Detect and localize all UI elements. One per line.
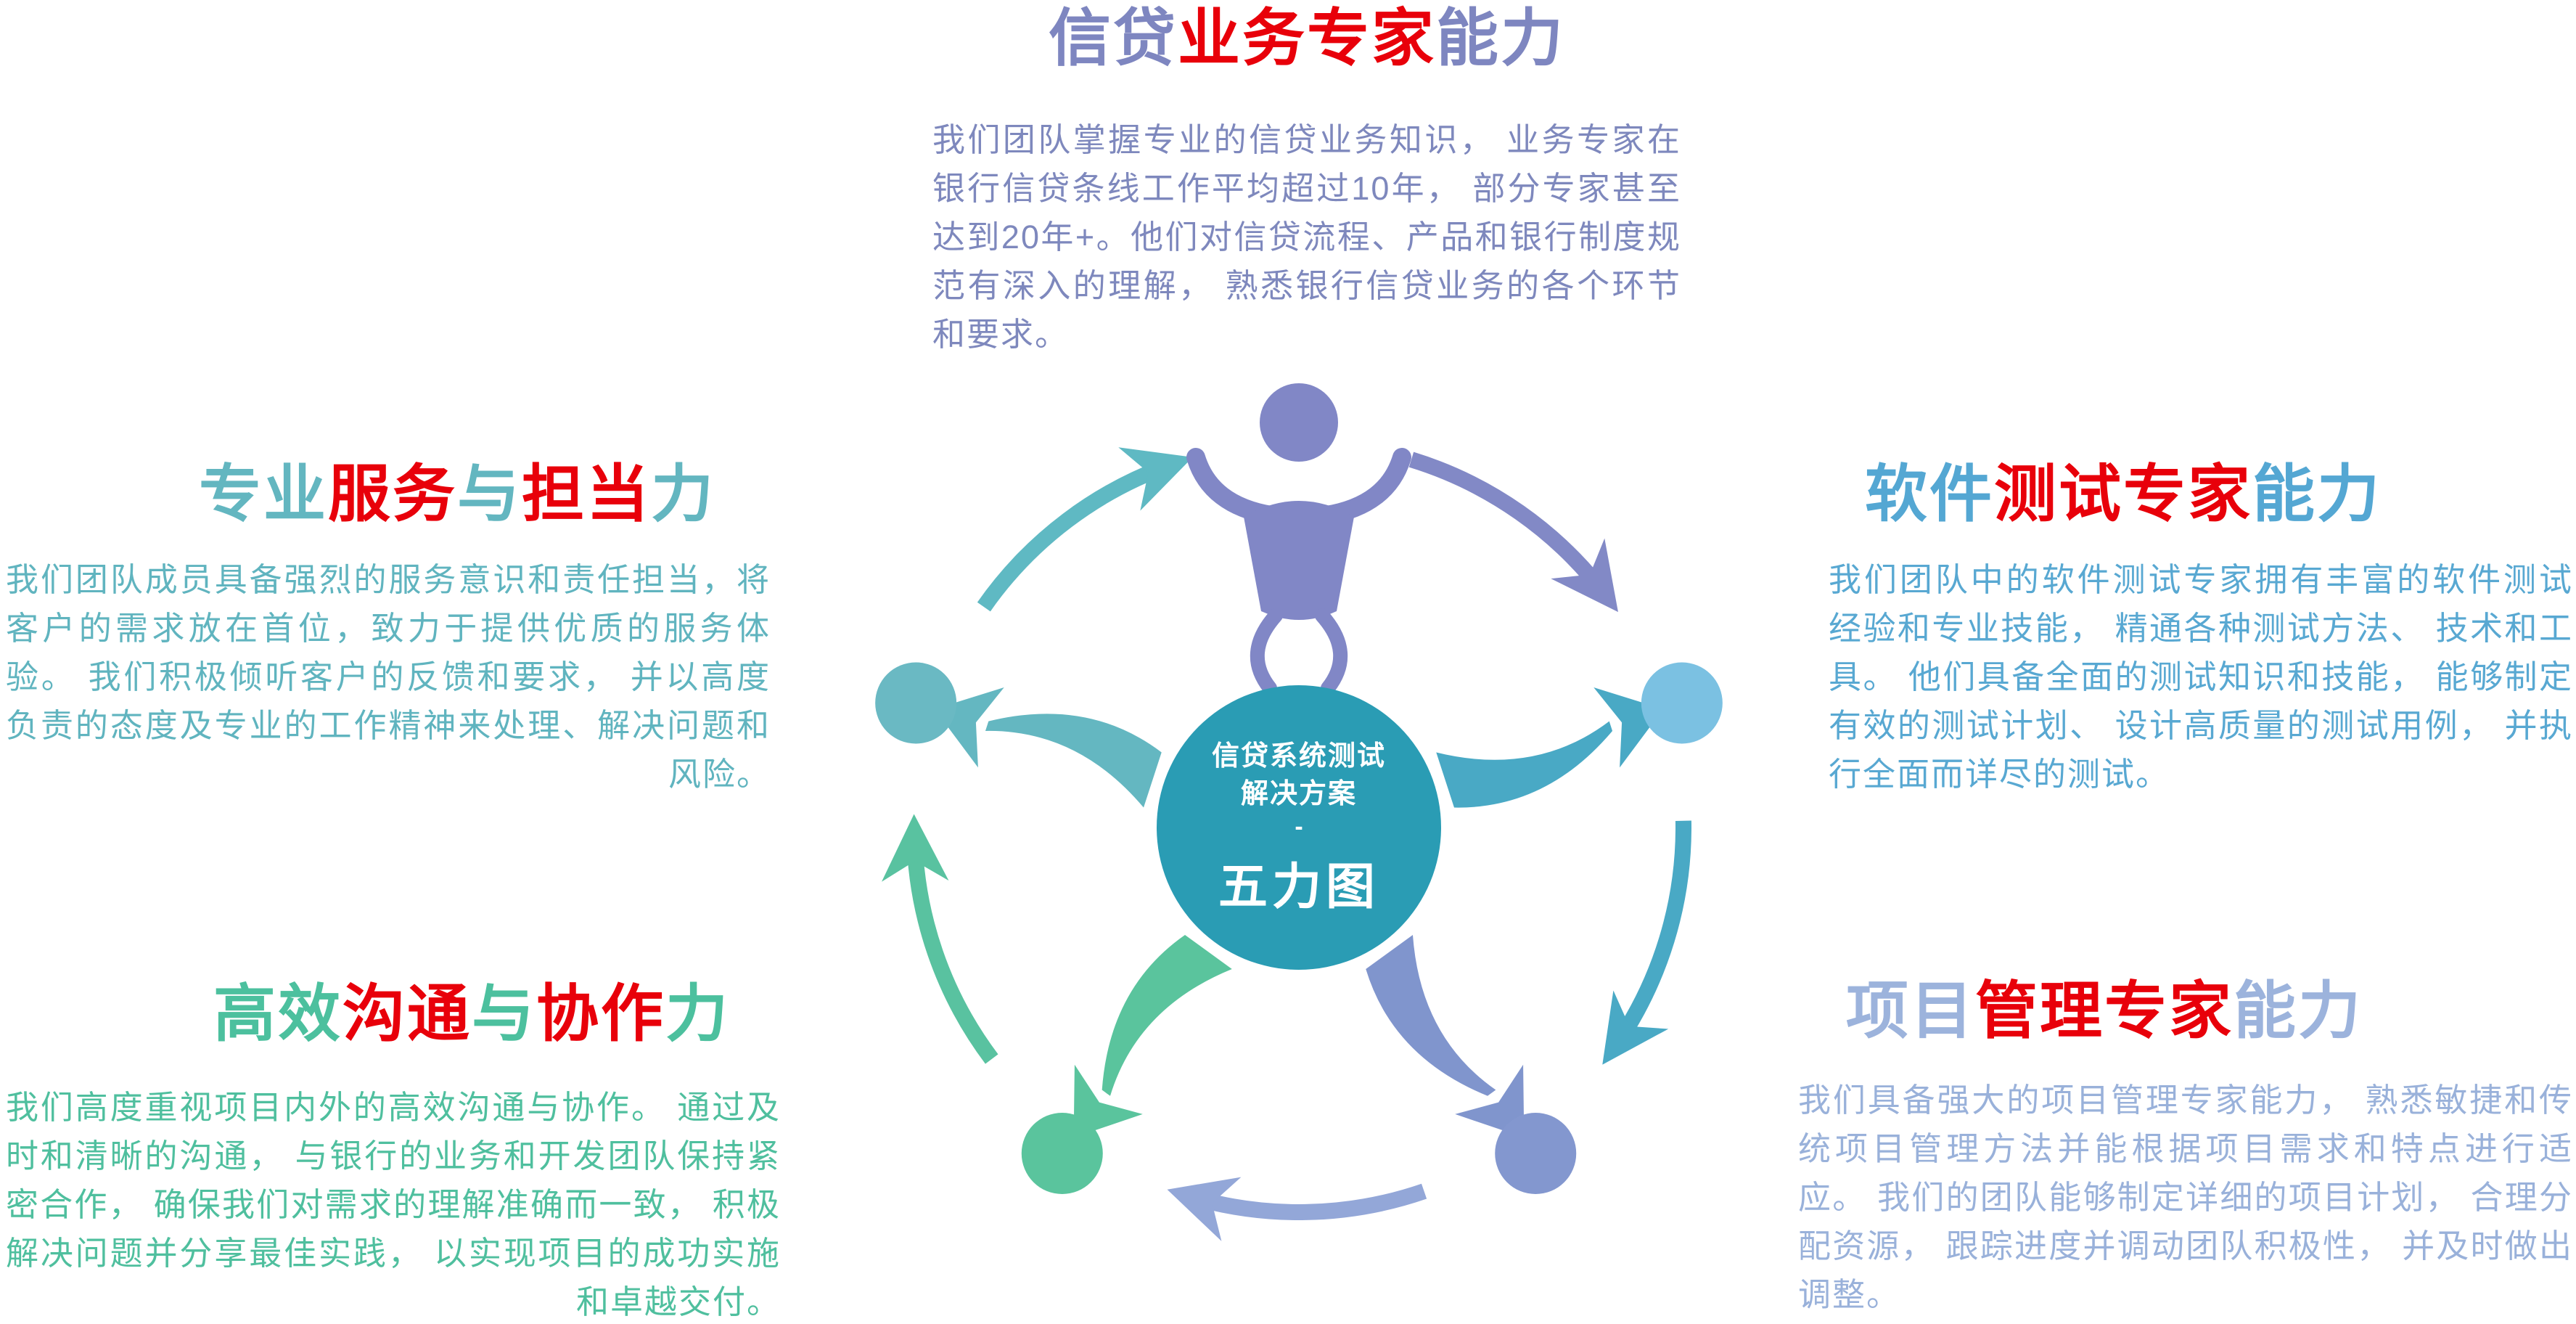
person-icon xyxy=(1186,383,1411,695)
title-segment: 协作 xyxy=(536,979,665,1049)
title-segment: 力 xyxy=(665,979,730,1049)
title-segment: 软件 xyxy=(1865,459,1994,529)
center-subtitle-line1: 信贷系统测试 xyxy=(1211,740,1386,772)
center-subtitle-line2: 解决方案 xyxy=(1240,778,1357,809)
cycle-arrow-right-lower-to-left-lower xyxy=(1167,1177,1427,1241)
spoke-arrow-left-lower xyxy=(1102,935,1232,1096)
title-segment: 与 xyxy=(472,979,536,1049)
person-torso xyxy=(1244,501,1354,620)
title-segment: 专业 xyxy=(199,459,328,529)
node-left-upper xyxy=(875,662,957,744)
title-segment: 测试专家 xyxy=(1994,459,2252,529)
center-circle: 信贷系统测试 解决方案 - 五力图 xyxy=(1157,685,1441,970)
project-management-description: 我们具备强大的项目管理专家能力， 熟悉敏捷和传统项目管理方法并能根据项目需求和特… xyxy=(1798,1082,2573,1313)
node-right-upper xyxy=(1641,662,1723,744)
title-segment: 与 xyxy=(457,459,522,529)
title-segment: 能力 xyxy=(1436,4,1565,73)
title-segment: 业务专家 xyxy=(1178,4,1436,73)
project-management-title: 项目管理专家能力 xyxy=(1800,978,2409,1044)
title-segment: 服务 xyxy=(328,459,457,529)
cycle-arrow-right-upper-to-right-lower xyxy=(1602,820,1691,1065)
node-right-lower xyxy=(1495,1113,1577,1195)
center-title: 五力图 xyxy=(1218,859,1379,915)
spoke-arrowhead-right-lower xyxy=(1455,1064,1525,1138)
cycle-arrow-top-to-right-upper xyxy=(1408,451,1618,613)
node-left-lower xyxy=(1021,1113,1103,1195)
spoke-arrow-left-upper xyxy=(985,714,1162,808)
credit-business-title: 信贷业务专家能力 xyxy=(932,6,1681,71)
spoke-arrow-right-upper xyxy=(1436,721,1613,808)
communication-collaboration-title: 高效沟通与协作力 xyxy=(161,981,782,1047)
title-segment: 力 xyxy=(651,459,715,529)
title-segment: 能力 xyxy=(2234,976,2363,1046)
cycle-arrow-left-upper-to-top xyxy=(977,447,1193,612)
center-separator: - xyxy=(1295,812,1303,841)
person-right-leg xyxy=(1315,608,1348,695)
title-segment: 能力 xyxy=(2252,459,2382,529)
title-segment: 沟通 xyxy=(342,979,472,1049)
title-segment: 高效 xyxy=(213,979,342,1049)
title-segment: 信贷 xyxy=(1049,4,1178,73)
service-responsibility-title: 专业服务与担当力 xyxy=(145,462,769,527)
title-segment: 管理专家 xyxy=(1975,976,2234,1046)
title-segment: 项目 xyxy=(1846,976,1975,1046)
communication-collaboration-description: 我们高度重视项目内外的高效沟通与协作。 通过及时和清晰的沟通， 与银行的业务和开… xyxy=(6,1089,781,1320)
software-testing-title: 软件测试专家能力 xyxy=(1829,462,2418,527)
person-left-leg xyxy=(1250,608,1283,695)
spoke-arrowhead-left-lower xyxy=(1073,1064,1143,1138)
person-head xyxy=(1260,383,1338,462)
person-left-arm xyxy=(1186,448,1281,525)
service-responsibility-description: 我们团队成员具备强烈的服务意识和责任担当，将客户的需求放在首位，致力于提供优质的… xyxy=(6,561,771,793)
software-testing-description: 我们团队中的软件测试专家拥有丰富的软件测试经验和专业技能， 精通各种测试方法、 … xyxy=(1829,561,2573,793)
cycle-arrow-left-lower-to-left-upper xyxy=(882,814,998,1064)
spoke-arrow-right-lower xyxy=(1366,935,1496,1096)
person-right-arm xyxy=(1317,448,1411,525)
title-segment: 担当 xyxy=(522,459,651,529)
credit-business-description: 我们团队掌握专业的信贷业务知识， 业务专家在银行信贷条线工作平均超过10年， 部… xyxy=(932,121,1681,353)
